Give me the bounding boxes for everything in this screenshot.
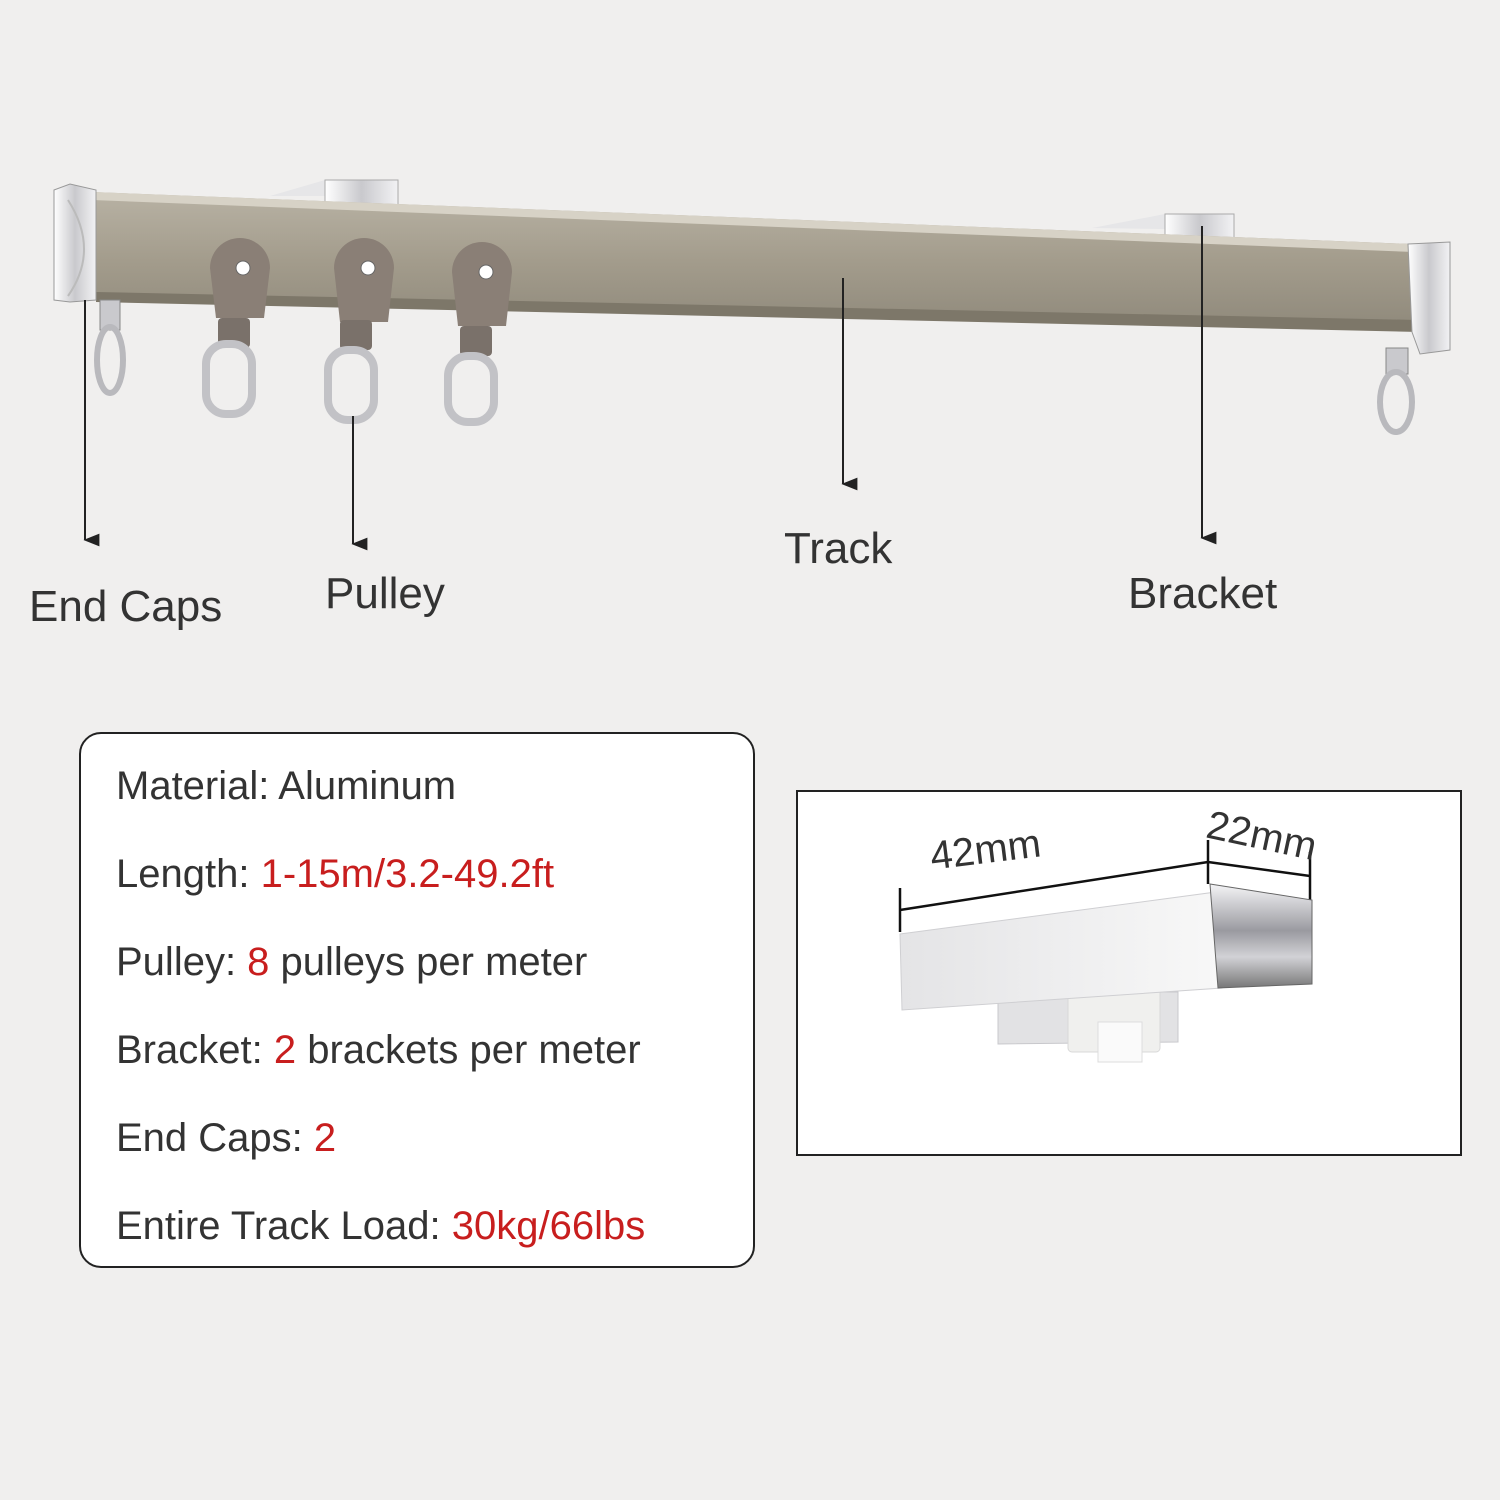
- bracket-chrome-block: [1209, 883, 1313, 989]
- end-hook-left: [94, 299, 126, 396]
- spec-bracket-key: Bracket:: [116, 1028, 274, 1072]
- spec-bracket: Bracket: 2 brackets per meter: [116, 1028, 641, 1073]
- end-cap-left: [53, 183, 97, 303]
- end-caps-label: End Caps: [29, 582, 223, 631]
- spec-length: Length: 1-15m/3.2-49.2ft: [116, 852, 554, 897]
- bracket-detail-box: 42mm 22mm: [796, 790, 1462, 1156]
- spec-end-caps: End Caps: 2: [116, 1116, 336, 1161]
- spec-load-value: 30kg/66lbs: [451, 1204, 646, 1248]
- spec-pulley-key: Pulley:: [116, 940, 248, 984]
- bracket-clip-slot: [1097, 1021, 1143, 1063]
- track-body: [92, 192, 1420, 332]
- spec-pulley-suffix: pulleys per meter: [269, 940, 588, 984]
- spec-material-value: Aluminum: [278, 764, 457, 808]
- track-illustration: [53, 179, 1451, 551]
- track-label: Track: [784, 524, 893, 573]
- spec-material-key: Material:: [116, 764, 279, 808]
- bracket-detail-illustration: [898, 840, 1313, 1063]
- specs-box: Material: Aluminum Length: 1-15m/3.2-49.…: [79, 732, 755, 1268]
- pulley-1: [202, 238, 270, 418]
- spec-end-caps-value: 2: [313, 1116, 337, 1160]
- pulley-2: [324, 238, 394, 424]
- pulley-3: [444, 242, 512, 426]
- spec-material: Material: Aluminum: [116, 764, 456, 809]
- spec-end-caps-key: End Caps:: [116, 1116, 314, 1160]
- spec-pulley-value: 8: [247, 940, 270, 984]
- spec-pulley: Pulley: 8 pulleys per meter: [116, 940, 587, 985]
- spec-length-key: Length:: [116, 852, 261, 896]
- spec-bracket-value: 2: [273, 1028, 297, 1072]
- end-cap-right: [1407, 241, 1451, 355]
- spec-load-key: Entire Track Load:: [116, 1204, 452, 1248]
- spec-length-value: 1-15m/3.2-49.2ft: [260, 852, 555, 896]
- pulley-label: Pulley: [325, 569, 445, 618]
- end-hook-right: [1377, 347, 1415, 435]
- depth-dimension-line: [1207, 860, 1311, 878]
- spec-load: Entire Track Load: 30kg/66lbs: [116, 1204, 645, 1249]
- bracket-label: Bracket: [1128, 569, 1278, 618]
- spec-bracket-suffix: brackets per meter: [296, 1028, 641, 1072]
- width-dimension-line: [899, 860, 1209, 912]
